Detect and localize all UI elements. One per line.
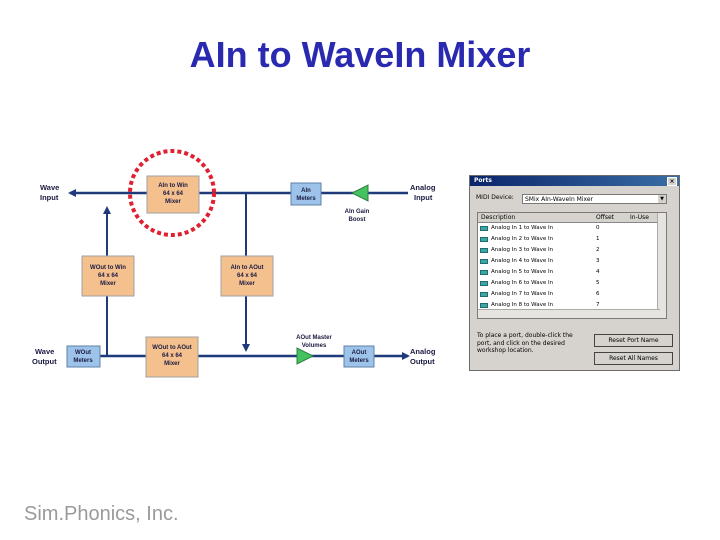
- col-offset[interactable]: Offset: [596, 214, 615, 221]
- port-icon: [480, 292, 488, 297]
- aout-meters-sub: Meters: [349, 358, 369, 364]
- wout-to-aout-mixer: Mixer: [164, 361, 180, 367]
- midi-device-select[interactable]: SMix AIn-WaveIn Mixer ▼: [522, 194, 667, 204]
- port-icon: [480, 281, 488, 286]
- wout-to-win-mixer: Mixer: [100, 281, 116, 287]
- port-icon: [480, 226, 488, 231]
- port-description: Analog In 8 to Wave In: [491, 302, 554, 308]
- close-icon[interactable]: ×: [667, 177, 677, 186]
- reset-port-name-button[interactable]: Reset Port Name: [594, 334, 673, 347]
- col-description[interactable]: Description: [481, 214, 516, 221]
- ain-meters-sub: Meters: [296, 196, 316, 202]
- analog-input-label-2: Input: [414, 193, 433, 202]
- list-item[interactable]: Analog In 5 to Wave In 4: [478, 268, 660, 277]
- chevron-down-icon[interactable]: ▼: [658, 195, 666, 203]
- ports-dialog-titlebar[interactable]: Ports ×: [470, 176, 679, 186]
- list-item[interactable]: Analog In 2 to Wave In 1: [478, 235, 660, 244]
- col-in-use[interactable]: In-Use: [630, 214, 649, 221]
- port-icon: [480, 248, 488, 253]
- ports-list-header: Description Offset In-Use: [478, 213, 660, 223]
- ain-meters-label: AIn: [301, 188, 311, 194]
- ports-hint-text: To place a port, double-click the port, …: [477, 332, 573, 354]
- port-icon: [480, 303, 488, 308]
- analog-output-label-2: Output: [410, 357, 435, 366]
- wave-input-label-1: Wave: [40, 183, 59, 192]
- port-offset: 6: [596, 291, 600, 297]
- ain-meters-box: [290, 182, 322, 206]
- midi-device-label: MIDI Device:: [476, 194, 514, 201]
- ain-to-win-size: 64 x 64: [163, 191, 184, 197]
- midi-device-value: SMix AIn-WaveIn Mixer: [525, 196, 594, 203]
- page-title: AIn to WaveIn Mixer: [189, 34, 531, 75]
- wave-output-label-1: Wave: [35, 347, 54, 356]
- ain-to-win-mixer: Mixer: [165, 199, 181, 205]
- vertical-scrollbar[interactable]: [657, 213, 666, 318]
- port-description: Analog In 7 to Wave In: [491, 291, 554, 297]
- aout-meters-label: AOut: [352, 350, 367, 356]
- port-offset: 5: [596, 280, 600, 286]
- wout-to-aout-box: [145, 336, 199, 378]
- highlight-circle: [128, 149, 216, 237]
- ain-to-aout-label: AIn to AOut: [230, 265, 263, 271]
- ports-dialog-title: Ports: [474, 177, 492, 184]
- list-item[interactable]: Analog In 8 to Wave In 7: [478, 301, 660, 310]
- wout-to-win-size: 64 x 64: [98, 273, 119, 279]
- port-description: Analog In 3 to Wave In: [491, 247, 554, 253]
- list-item[interactable]: Analog In 7 to Wave In 6: [478, 290, 660, 299]
- reset-all-names-button[interactable]: Reset All Names: [594, 352, 673, 365]
- ain-to-aout-box: [220, 255, 274, 297]
- aout-master-label: AOut Master: [296, 335, 332, 341]
- wout-meters-sub: Meters: [73, 358, 93, 364]
- ports-list[interactable]: Description Offset In-Use Analog In 1 to…: [477, 212, 667, 319]
- port-offset: 7: [596, 302, 600, 308]
- aout-master-amplifier: [296, 347, 315, 365]
- wout-to-aout-label: WOut to AOut: [152, 345, 191, 351]
- wout-to-aout-size: 64 x 64: [162, 353, 183, 359]
- aout-master-sub: Volumes: [302, 343, 327, 349]
- ain-to-win-label: AIn to Win: [158, 183, 188, 189]
- horizontal-scrollbar[interactable]: [478, 309, 660, 318]
- ports-dialog: Ports × MIDI Device: SMix AIn-WaveIn Mix…: [469, 175, 680, 371]
- port-description: Analog In 1 to Wave In: [491, 225, 554, 231]
- wout-meters-label: WOut: [75, 350, 91, 356]
- port-offset: 4: [596, 269, 600, 275]
- aout-meters-box: [343, 345, 375, 368]
- port-offset: 2: [596, 247, 600, 253]
- analog-input-label-1: Analog: [410, 183, 436, 192]
- wout-to-win-label: WOut to Win: [90, 265, 126, 271]
- port-icon: [480, 270, 488, 275]
- ain-gain-sub: Boost: [349, 217, 366, 223]
- port-description: Analog In 6 to Wave In: [491, 280, 554, 286]
- port-description: Analog In 4 to Wave In: [491, 258, 554, 264]
- analog-output-label-1: Analog: [410, 347, 436, 356]
- wout-meters-box: [66, 345, 101, 368]
- ain-to-win-box: [146, 175, 200, 214]
- ain-gain-label: AIn Gain: [345, 209, 370, 215]
- port-offset: 0: [596, 225, 600, 231]
- ain-to-aout-mixer: Mixer: [239, 281, 255, 287]
- ain-gain-amplifier: [350, 184, 369, 202]
- wave-output-label-2: Output: [32, 357, 57, 366]
- list-item[interactable]: Analog In 4 to Wave In 3: [478, 257, 660, 266]
- mixer-diagram: Wave Input Wave Output Analog Input Anal…: [32, 149, 436, 378]
- port-description: Analog In 2 to Wave In: [491, 236, 554, 242]
- footer-company: Sim.Phonics, Inc.: [24, 503, 179, 525]
- port-icon: [480, 237, 488, 242]
- list-item[interactable]: Analog In 1 to Wave In 0: [478, 224, 660, 233]
- port-icon: [480, 259, 488, 264]
- list-item[interactable]: Analog In 3 to Wave In 2: [478, 246, 660, 255]
- ain-to-aout-size: 64 x 64: [237, 273, 258, 279]
- wout-to-win-box: [81, 255, 135, 297]
- list-item[interactable]: Analog In 6 to Wave In 5: [478, 279, 660, 288]
- wave-input-label-2: Input: [40, 193, 59, 202]
- port-offset: 1: [596, 236, 600, 242]
- port-offset: 3: [596, 258, 600, 264]
- port-description: Analog In 5 to Wave In: [491, 269, 554, 275]
